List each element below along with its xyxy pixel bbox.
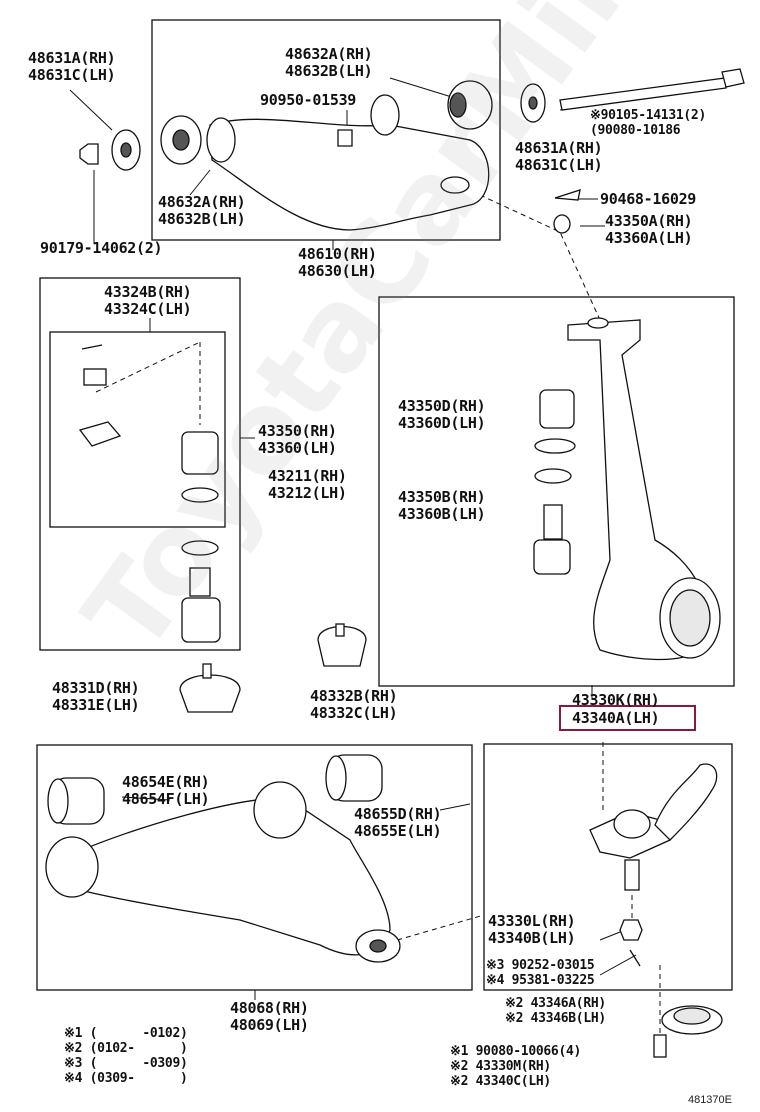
label-90252-03015[interactable]: ※3 90252-03015 ※4 95381-03225 [486,958,595,988]
label-48331d[interactable]: 48331D(RH) 48331E(LH) [52,679,140,714]
label-90105-14131[interactable]: ※90105-14131(2) (90080-10186 [590,108,706,138]
upper-control-arm [160,80,493,231]
knuckle-group-box [378,296,735,687]
ball-joint-kit-inner-box [49,331,226,528]
label-43346a[interactable]: ※2 43346A(RH) ※2 43346B(LH) [505,996,606,1026]
label-48068[interactable]: 48068(RH) 48069(LH) [230,999,309,1034]
label-48631a-right[interactable]: 48631A(RH) 48631C(LH) [515,139,603,174]
lower-arm-bushings [47,754,383,825]
label-90179-14062[interactable]: 90179-14062(2) [40,239,163,257]
diagram-code: 481370E [687,1094,732,1106]
label-90080-10066[interactable]: ※1 90080-10066(4) ※2 43330M(RH) ※2 43340… [450,1044,582,1089]
date-range-legend: ※1 ( -0102) ※2 (0102- ) ※3 ( -0309) ※4 (… [64,1026,188,1086]
upper-arm-group-box [151,19,501,241]
label-48654e[interactable]: 48654E(RH) 48654F(LH) [122,773,210,808]
label-43350b[interactable]: 43350B(RH) 43360B(LH) [398,488,486,523]
ball-joint-boots [179,623,367,713]
label-48631a-left[interactable]: 48631A(RH) 48631C(LH) [28,49,116,84]
label-43350d[interactable]: 43350D(RH) 43360D(LH) [398,397,486,432]
label-90468-16029[interactable]: 90468-16029 [600,190,697,208]
label-48610[interactable]: 48610(RH) 48630(LH) [298,245,377,280]
lower-control-arm [45,781,401,963]
washer-left [79,129,141,171]
ball-joint-kit-parts [78,344,221,643]
label-43350a[interactable]: 43350A(RH) 43360A(LH) [605,212,693,247]
label-43324b[interactable]: 43324B(RH) 43324C(LH) [104,283,192,318]
knuckle-ball-joint-parts [533,389,576,575]
camber-bolt [520,68,745,234]
label-43330k[interactable]: 43330K(RH) [572,691,660,709]
steering-knuckle [567,317,721,661]
label-48632a-top[interactable]: 48632A(RH) 48632B(LH) [285,45,373,80]
highlight-box [559,705,696,731]
label-43340a-highlighted[interactable]: 43340A(LH) [572,709,660,727]
ball-joint-kit-group-box [39,277,241,651]
label-48655d[interactable]: 48655D(RH) 48655E(LH) [354,805,442,840]
lower-ball-joint-parts [589,763,723,1058]
label-48332b[interactable]: 48332B(RH) 48332C(LH) [310,687,398,722]
lower-ball-joint-group-box [483,743,733,991]
label-90950-01539[interactable]: 90950-01539 [260,91,357,109]
label-43350[interactable]: 43350(RH) 43360(LH) [258,422,337,457]
label-48632a-bottom[interactable]: 48632A(RH) 48632B(LH) [158,193,246,228]
label-43330l[interactable]: 43330L(RH) 43340B(LH) [488,912,576,947]
label-43211[interactable]: 43211(RH) 43212(LH) [268,467,347,502]
